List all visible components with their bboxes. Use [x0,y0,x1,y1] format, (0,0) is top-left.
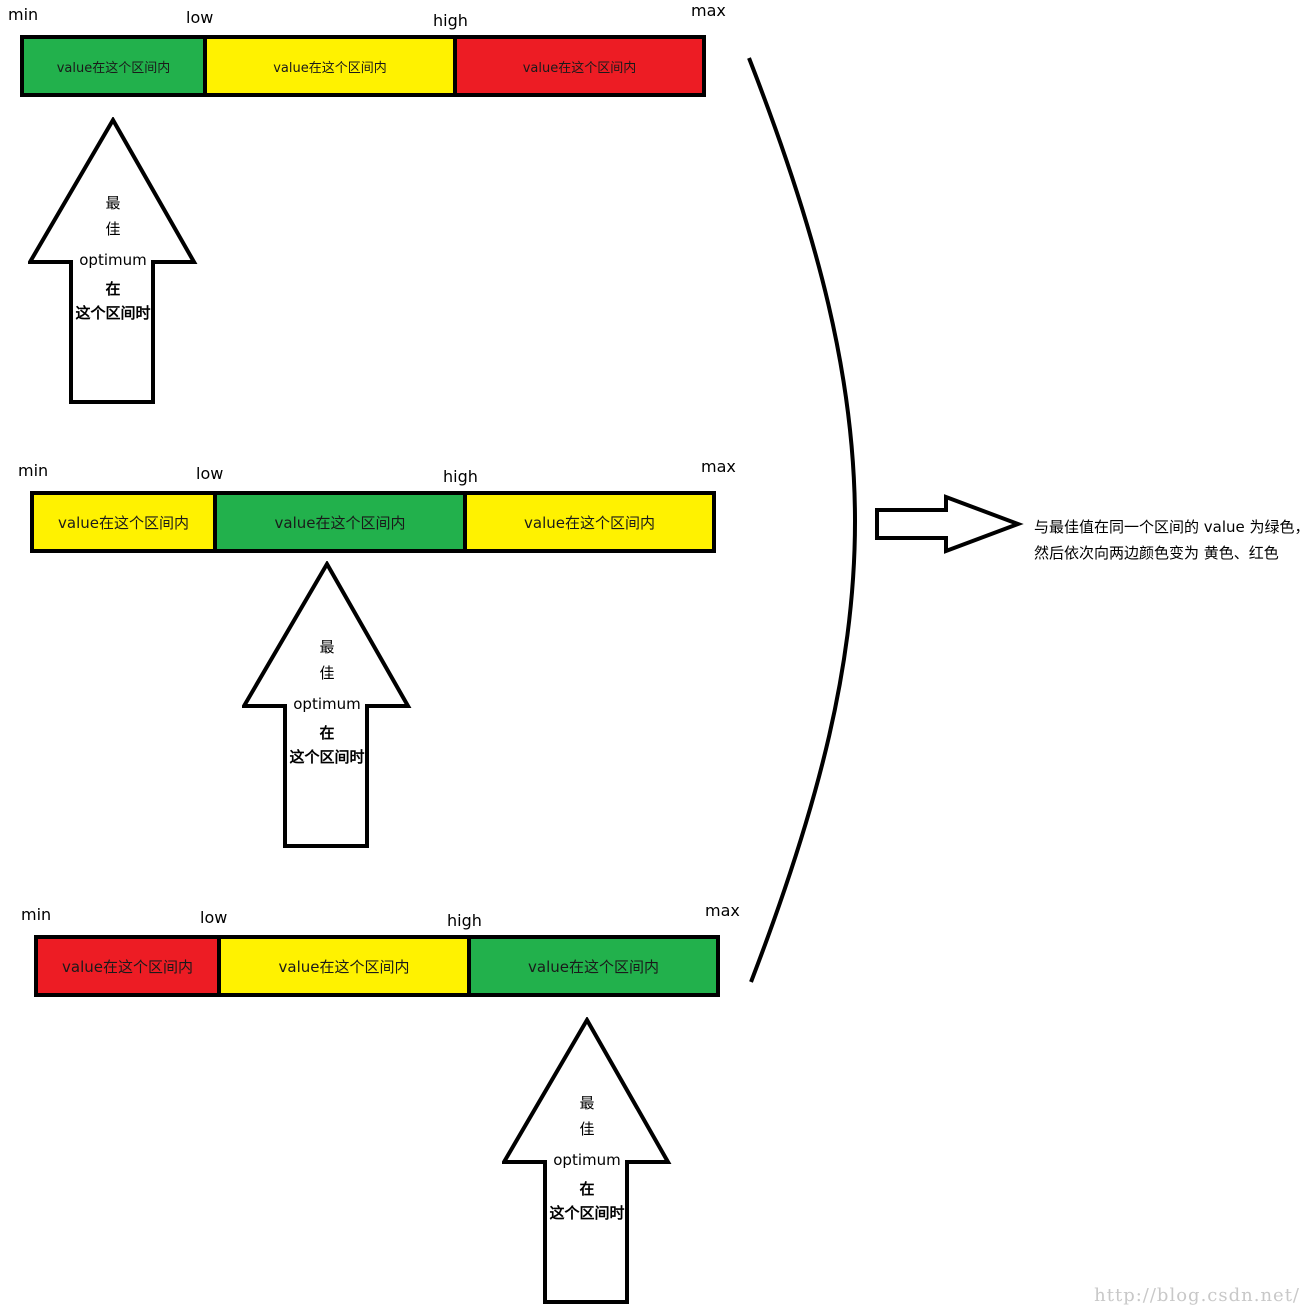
min-label: min [21,905,52,924]
optimum-text-4: 在 [319,724,335,742]
min-label: min [8,5,39,24]
optimum-arrow: 最 佳 optimum 在 这个区间时 [242,561,412,849]
max-label: max [691,1,726,20]
summary-line-2: 然后依次向两边颜色变为 黄色、红色 [1034,544,1279,562]
optimum-text-3: optimum [293,695,361,713]
segment-green: value在这个区间内 [213,495,463,549]
up-arrow-icon [502,1017,672,1304]
optimum-text-2: 佳 [105,220,121,238]
low-label: low [200,908,228,927]
segment-red: value在这个区间内 [38,939,217,993]
range-bar: value在这个区间内 value在这个区间内 value在这个区间内 [30,491,716,553]
segment-green: value在这个区间内 [467,939,716,993]
watermark: http://blog.csdn.net/ [1094,1285,1300,1306]
high-label: high [443,467,478,486]
optimum-text-2: 佳 [579,1120,595,1138]
range-bar: value在这个区间内 value在这个区间内 value在这个区间内 [20,35,706,97]
optimum-text-3: optimum [553,1151,621,1169]
optimum-text-4: 在 [579,1180,595,1198]
optimum-text-2: 佳 [319,664,335,682]
up-arrow-icon [242,561,412,848]
high-label: high [447,911,482,930]
segment-yellow: value在这个区间内 [203,39,453,93]
optimum-text-5: 这个区间时 [549,1204,625,1222]
segment-yellow: value在这个区间内 [34,495,213,549]
range-bar: value在这个区间内 value在这个区间内 value在这个区间内 [34,935,720,997]
max-label: max [701,457,736,476]
segment-yellow: value在这个区间内 [217,939,467,993]
max-label: max [705,901,740,920]
optimum-text-5: 这个区间时 [289,748,365,766]
segment-green: value在这个区间内 [24,39,203,93]
optimum-text-3: optimum [79,251,147,269]
optimum-text-1: 最 [105,194,121,212]
low-label: low [196,464,224,483]
up-arrow-icon [28,117,198,404]
optimum-text-5: 这个区间时 [75,304,151,322]
summary-arrow [875,494,1024,554]
segment-yellow: value在这个区间内 [463,495,712,549]
optimum-text-4: 在 [105,280,121,298]
summary-note: 与最佳值在同一个区间的 value 为绿色， 然后依次向两边颜色变为 黄色、红色 [1034,514,1308,566]
optimum-text-1: 最 [579,1094,595,1112]
high-label: high [433,11,468,30]
segment-red: value在这个区间内 [453,39,702,93]
brace-curve [747,57,857,983]
optimum-arrow: 最 佳 optimum 在 这个区间时 [28,117,198,405]
optimum-arrow: 最 佳 optimum 在 这个区间时 [502,1017,672,1305]
summary-line-1: 与最佳值在同一个区间的 value 为绿色， [1034,518,1308,536]
optimum-text-1: 最 [319,638,335,656]
min-label: min [18,461,49,480]
low-label: low [186,8,214,27]
